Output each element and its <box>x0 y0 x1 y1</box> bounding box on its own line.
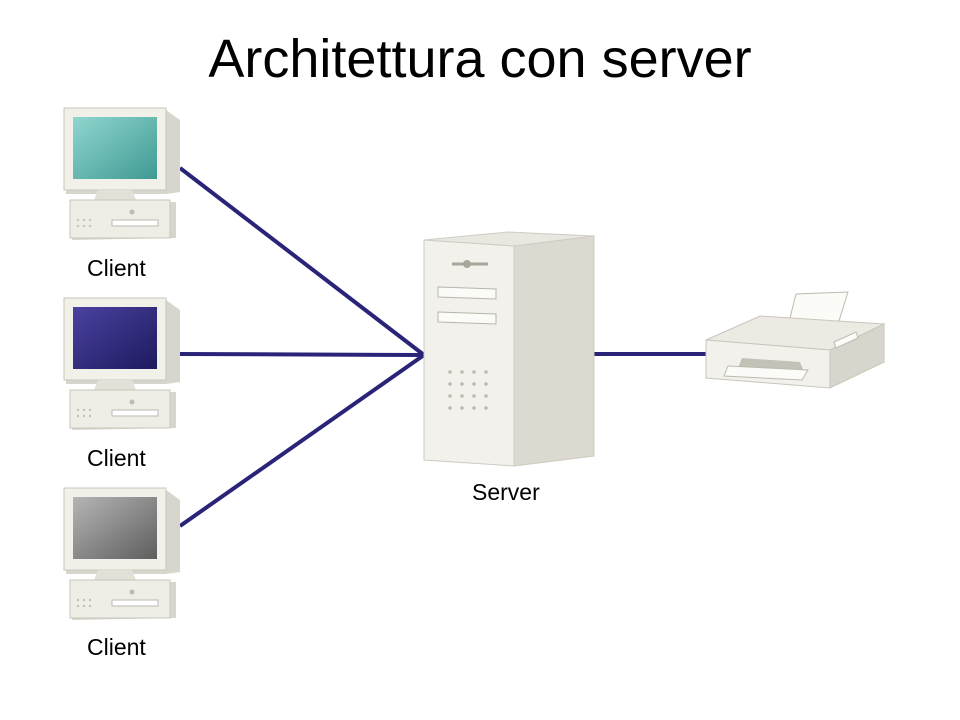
server-tower-icon <box>423 231 595 467</box>
monitor-screen <box>73 307 157 369</box>
diagram-title: Architettura con server <box>208 29 752 89</box>
monitor-screen <box>73 497 157 559</box>
client-computer-icon <box>63 107 180 240</box>
printer-icon <box>705 291 886 389</box>
client-1-label: Client <box>87 255 146 281</box>
link-client-1-server <box>178 166 426 357</box>
client-computer-icon <box>63 297 180 430</box>
monitor-screen <box>73 117 157 179</box>
link-client-3-server <box>178 353 426 528</box>
network-links <box>178 166 708 528</box>
server-label: Server <box>472 479 540 505</box>
client-computer-icon <box>63 487 180 620</box>
client-3-label: Client <box>87 634 146 660</box>
client-2-label: Client <box>87 445 146 471</box>
link-client-2-server <box>179 352 425 357</box>
